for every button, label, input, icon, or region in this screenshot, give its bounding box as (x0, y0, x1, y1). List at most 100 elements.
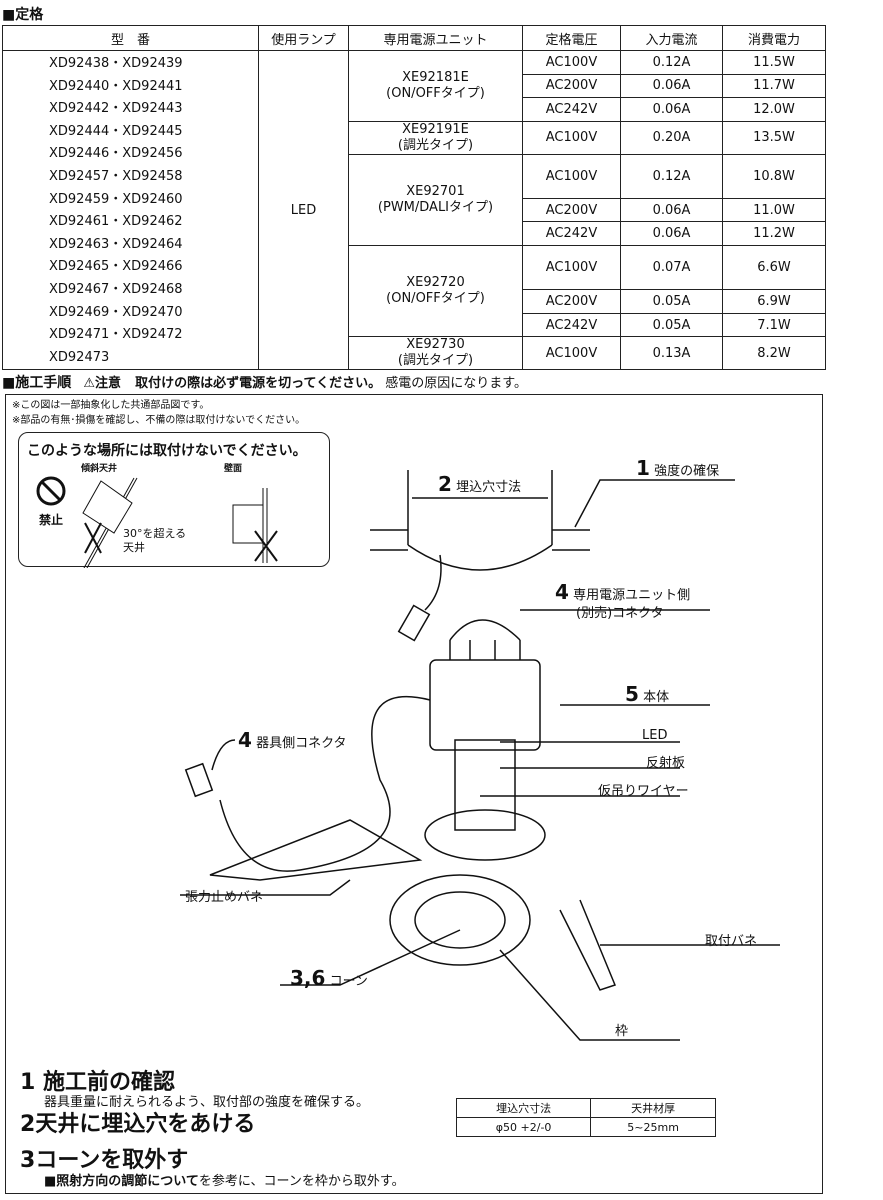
power-cell: 10.8W (722, 153, 826, 199)
dim-header: 埋込穴寸法 (455, 1098, 592, 1118)
col-current: 入力電流 (620, 25, 723, 51)
warning-box: このような場所には取付けないでください。 傾斜天井 壁面 禁止 30°を超える … (18, 432, 330, 568)
power-cell: 11.5W (722, 50, 826, 75)
voltage-cell: AC100V (522, 50, 621, 75)
ceiling-label: 天井 (123, 541, 145, 554)
model-item: XD92446・XD92456 (49, 146, 183, 162)
wall-label: 壁面 (224, 464, 243, 474)
voltage-cell: AC100V (522, 153, 621, 199)
power-unit-cell: XE92181E(ON/OFFタイプ) (348, 50, 523, 122)
power-cell: 8.2W (722, 336, 826, 371)
voltage-cell: AC100V (522, 120, 621, 155)
note: ※部品の有無･損傷を確認し、不備の際は取付けないでください。 (12, 415, 306, 426)
step-2: 2天井に埋込穴をあける (20, 1112, 256, 1137)
label-cone: 3,6 コーン (290, 966, 368, 990)
model-item: XD92467・XD92468 (49, 281, 183, 297)
model-item: XD92459・XD92460 (49, 191, 183, 207)
model-item: XD92465・XD92466 (49, 259, 183, 275)
label-frame: 枠 (615, 1024, 629, 1039)
power-cell: 11.7W (722, 73, 826, 98)
label-unit-connector-2: (別売)コネクタ (576, 606, 664, 621)
model-item: XD92442・XD92443 (49, 101, 183, 117)
model-item: XD92471・XD92472 (49, 327, 183, 343)
model-item: XD92463・XD92464 (49, 236, 183, 252)
unit-type: (ON/OFFタイプ) (386, 85, 485, 101)
procedure-frame (5, 394, 823, 1194)
dim-value: 5~25mm (590, 1117, 716, 1137)
voltage-cell: AC242V (522, 312, 621, 338)
label-reflector: 反射板 (646, 756, 686, 771)
unit-name: XE92701 (406, 183, 465, 199)
col-unit: 専用電源ユニット (348, 25, 523, 51)
step-1-desc: 器具重量に耐えられるよう、取付部の強度を確保する。 (44, 1095, 370, 1110)
step-1: 1 施工前の確認 (20, 1070, 175, 1095)
spec-table: 型 番 使用ランプ 専用電源ユニット 定格電圧 入力電流 消費電力 XD9243… (2, 25, 826, 371)
over30-label: 30°を超える (123, 527, 187, 540)
step-3-desc: ■照射方向の調節についてを参考に、コーンを枠から取外す。 (44, 1174, 405, 1189)
label-tension-spring: 張力止めバネ (185, 890, 264, 905)
model-item: XD92457・XD92458 (49, 168, 183, 184)
note: ※この図は一部抽象化した共通部品図です。 (12, 400, 210, 411)
model-item: XD92440・XD92441 (49, 78, 183, 94)
unit-type: (調光タイプ) (397, 137, 474, 153)
label-fixture-connector: 4 器具側コネクタ (238, 728, 347, 752)
voltage-cell: AC200V (522, 73, 621, 98)
current-cell: 0.05A (620, 289, 723, 314)
caution-rest: 感電の原因になります。 (385, 376, 527, 391)
col-voltage: 定格電圧 (522, 25, 621, 51)
caution-line: ■施工手順 ⚠注意 取付けの際は必ず電源を切ってください。 感電の原因になります… (2, 372, 527, 392)
warning-title: このような場所には取付けないでください。 (27, 443, 307, 459)
model-item: XD92473 (49, 349, 110, 365)
procedure-heading: ■施工手順 (2, 375, 72, 391)
slope-label: 傾斜天井 (81, 464, 118, 474)
voltage-cell: AC100V (522, 336, 621, 371)
col-power: 消費電力 (722, 25, 826, 51)
unit-type: (ON/OFFタイプ) (386, 291, 485, 307)
dim-header: 天井材厚 (590, 1098, 716, 1118)
notes: ※この図は一部抽象化した共通部品図です。 ※部品の有無･損傷を確認し、不備の際は… (12, 398, 305, 428)
unit-name: XE92191E (402, 121, 469, 137)
unit-name: XE92720 (406, 275, 465, 291)
dim-value: φ50 +2/-0 (455, 1117, 592, 1137)
label-mount-spring: 取付バネ (705, 934, 758, 949)
label-strength: 1 強度の確保 (636, 456, 720, 480)
voltage-cell: AC242V (522, 221, 621, 246)
spec-heading: ■定格 (2, 7, 44, 23)
power-cell: 13.5W (722, 120, 826, 155)
unit-name: XE92730 (406, 337, 465, 353)
power-cell: 6.9W (722, 289, 826, 314)
label-led: LED (642, 728, 668, 743)
power-unit-cell: XE92730(調光タイプ) (348, 336, 523, 371)
label-unit-connector: 4 専用電源ユニット側 (555, 580, 691, 604)
prohibited-label: 禁止 (39, 513, 64, 527)
current-cell: 0.06A (620, 73, 723, 98)
model-item: XD92469・XD92470 (49, 304, 183, 320)
current-cell: 0.07A (620, 244, 723, 291)
voltage-cell: AC100V (522, 244, 621, 291)
power-cell: 6.6W (722, 244, 826, 291)
current-cell: 0.06A (620, 97, 723, 122)
col-lamp: 使用ランプ (258, 25, 349, 51)
current-cell: 0.12A (620, 50, 723, 75)
unit-name: XE92181E (402, 69, 469, 85)
col-model: 型 番 (2, 25, 259, 51)
voltage-cell: AC200V (522, 197, 621, 223)
step-3: 3コーンを取外す (20, 1148, 189, 1173)
model-item: XD92461・XD92462 (49, 214, 183, 230)
prohibited-icon (36, 476, 66, 506)
warning-illustration (36, 476, 278, 568)
voltage-cell: AC200V (522, 289, 621, 314)
lamp-cell: LED (258, 49, 349, 371)
model-item: XD92438・XD92439 (49, 56, 183, 71)
caution-text: 取付けの際は必ず電源を切ってください。 (135, 376, 382, 391)
